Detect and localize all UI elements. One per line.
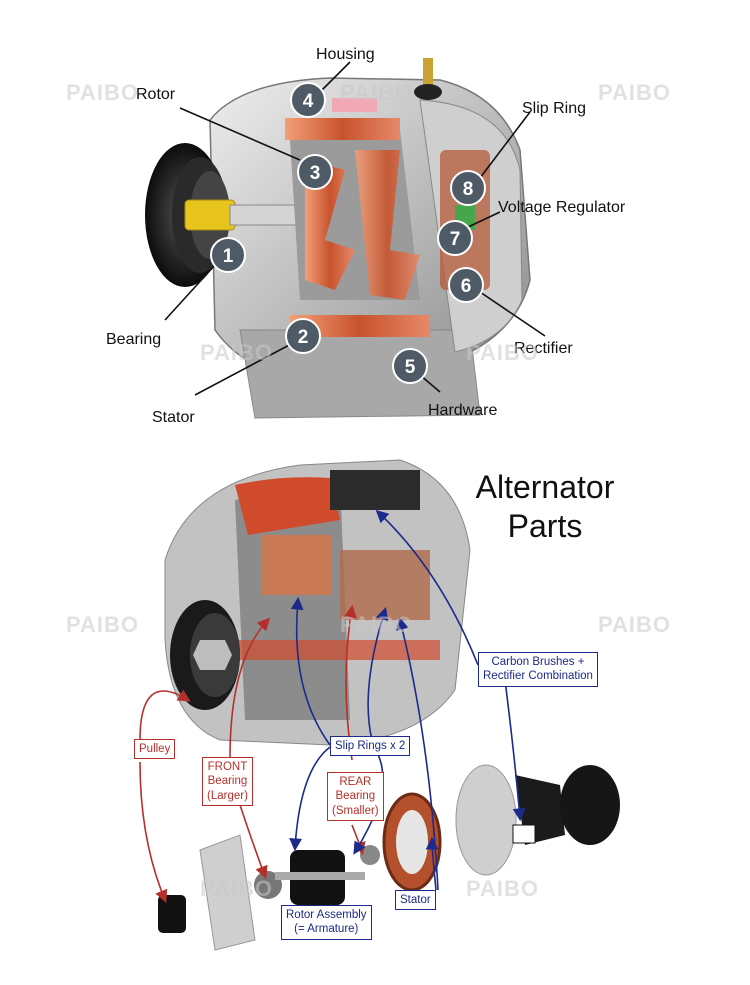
callout-rotor-assembly: Rotor Assembly (= Armature) [281,905,372,940]
label-voltage-regulator: Voltage Regulator [498,199,626,216]
diagram-title: Alternator Parts [455,468,635,546]
callout-slip-rings: Slip Rings x 2 [330,736,411,757]
rear-bearing-line3: (Smaller) [332,804,379,817]
watermark: PAIBO [340,80,414,105]
svg-text:4: 4 [303,91,314,112]
front-bearing-line3: (Larger) [207,789,248,802]
label-rotor: Rotor [136,86,176,103]
label-housing: Housing [316,46,375,63]
svg-text:1: 1 [223,246,234,267]
number-badge-1: 1 [210,237,246,273]
callout-pulley: Pulley [134,739,176,760]
brushes-line1: Carbon Brushes + [491,656,585,668]
number-badge-6: 6 [448,267,484,303]
watermark: PAIBO [66,80,140,105]
title-line-1: Alternator [475,469,615,505]
top-alternator-illustration: 4 3 1 2 8 7 6 5 [145,58,546,419]
brushes-line2: Rectifier Combination [483,670,593,683]
watermark: PAIBO [200,876,274,901]
svg-text:6: 6 [461,276,472,297]
callout-stator: Stator [395,890,436,911]
watermark: PAIBO [598,612,672,637]
watermark: PAIBO [466,340,540,365]
svg-text:5: 5 [405,357,416,378]
number-badge-2: 2 [285,318,321,354]
label-bearing: Bearing [106,331,162,348]
callout-rear-bearing: REAR Bearing (Smaller) [327,772,384,822]
callout-carbon-brushes: Carbon Brushes + Rectifier Combination [478,652,598,687]
title-line-2: Parts [507,508,583,545]
rear-bearing-line2: Bearing [335,790,376,803]
callout-arrows [139,509,526,903]
label-slip-ring: Slip Ring [522,100,587,117]
watermark: PAIBO [598,80,672,105]
rotor-line1: Rotor Assembly [286,909,367,921]
number-badge-8: 8 [450,170,486,206]
label-rectifier: Rectifier [514,340,573,357]
callout-front-bearing: FRONT Bearing (Larger) [202,757,253,807]
number-badge-5: 5 [392,348,428,384]
svg-text:7: 7 [450,229,461,250]
svg-text:3: 3 [310,163,321,184]
number-badge-4: 4 [290,82,326,118]
svg-text:8: 8 [463,179,474,200]
watermark: PAIBO [340,612,414,637]
bottom-alternator-illustration [158,459,620,951]
number-badge-7: 7 [437,220,473,256]
watermark: PAIBO [200,340,274,365]
label-stator: Stator [152,409,195,426]
number-badge-3: 3 [297,154,333,190]
rotor-line2: (= Armature) [294,923,359,936]
rear-bearing-line1: REAR [339,776,372,788]
svg-text:2: 2 [298,327,309,348]
label-hardware: Hardware [428,402,498,419]
front-bearing-line1: FRONT [207,761,248,773]
front-bearing-line2: Bearing [207,775,248,788]
watermark: PAIBO [66,612,140,637]
watermark: PAIBO [466,876,540,901]
